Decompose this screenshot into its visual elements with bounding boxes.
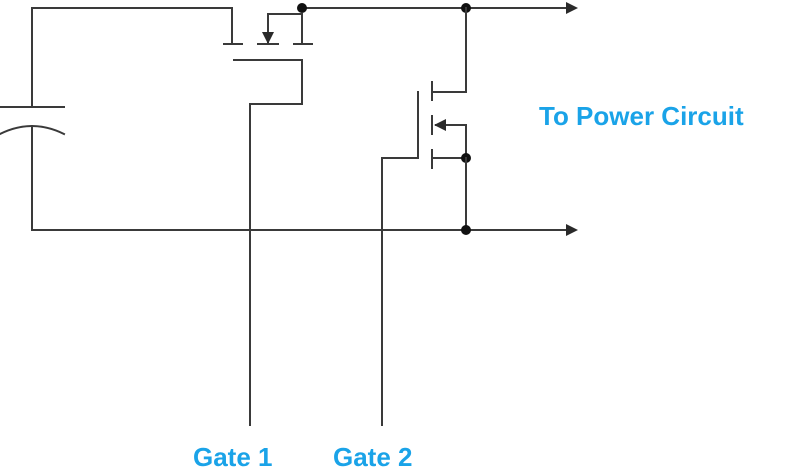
transistor-1 <box>223 13 313 426</box>
gate-2-label: Gate 2 <box>333 442 413 472</box>
transistor-2 <box>381 7 471 426</box>
gate-1-label: Gate 1 <box>193 442 273 472</box>
capacitor <box>0 7 66 231</box>
node-top-left <box>297 3 307 13</box>
top-rail <box>297 2 578 14</box>
transistor-2-arrow-icon <box>434 119 446 131</box>
bottom-rail <box>31 224 578 236</box>
top-rail-arrow-icon <box>566 2 578 14</box>
node-bottom <box>461 225 471 235</box>
bottom-rail-arrow-icon <box>566 224 578 236</box>
power-circuit-label: To Power Circuit <box>539 101 744 131</box>
top-left-wire <box>31 7 233 45</box>
